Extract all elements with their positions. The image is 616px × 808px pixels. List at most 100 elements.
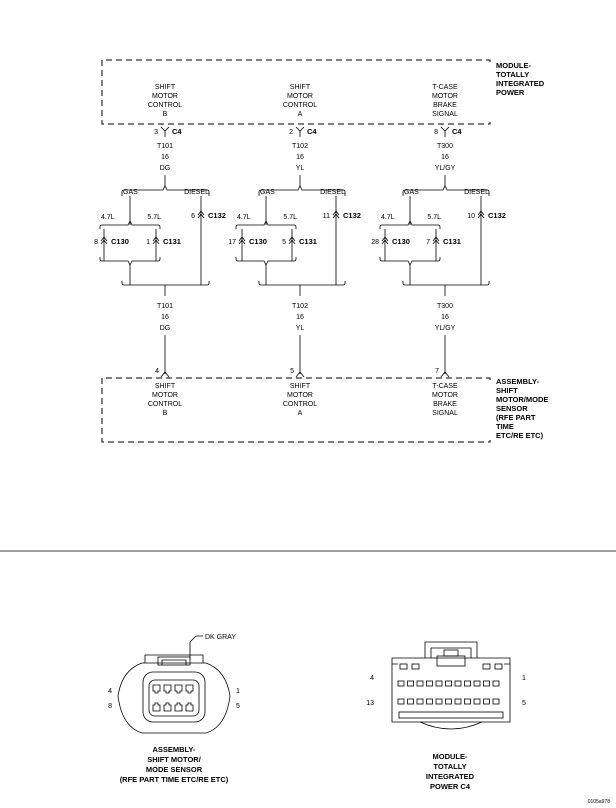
c132-pin-3: 10 xyxy=(467,213,475,220)
bottom-pin-3-line-2: MOTOR xyxy=(432,392,458,399)
gas-47-label-1: 4.7L xyxy=(101,214,115,221)
c130-label-1: C130 xyxy=(111,237,129,246)
gas-57-label-3: 5.7L xyxy=(427,214,441,221)
gas-47-label-2: 4.7L xyxy=(237,214,251,221)
module-caption-line-4: POWER C4 xyxy=(430,782,471,791)
bottom-wire-2-gauge: 16 xyxy=(296,314,304,321)
bottom-wire-3-gauge: 16 xyxy=(441,314,449,321)
bottom-module-label-line-3: MOTOR/MODE xyxy=(496,395,548,404)
top-pin-number-3: 8 xyxy=(434,129,438,136)
top-pin-2-line-4: A xyxy=(298,111,303,118)
c132-label-2: C132 xyxy=(343,211,361,220)
c131-pin-1: 1 xyxy=(146,239,150,246)
module-pin-label-4: 4 xyxy=(370,675,374,682)
bottom-module-label-line-6: TIME xyxy=(496,422,514,431)
wire-2-color: YL xyxy=(296,165,305,172)
connector-view-shift-motor-sensor: DK GRAY 4 8 1 5 ASSEMBLY- SHIFT MOTOR/ M… xyxy=(108,634,240,784)
bottom-pin-3-line-3: BRAKE xyxy=(433,401,457,408)
wire-2-gauge: 16 xyxy=(296,154,304,161)
sensor-color-label: DK GRAY xyxy=(205,634,236,641)
module-pin-label-13: 13 xyxy=(366,700,374,707)
c131-label-2: C131 xyxy=(299,237,317,246)
bottom-pin-2-line-1: SHIFT xyxy=(290,383,311,390)
gas-label-2: GAS xyxy=(260,189,275,196)
top-pin-2-line-1: SHIFT xyxy=(290,84,311,91)
c130-label-2: C130 xyxy=(249,237,267,246)
wire-1-gauge: 16 xyxy=(161,154,169,161)
bottom-pin-2-line-2: MOTOR xyxy=(287,392,313,399)
top-pin-number-2: 2 xyxy=(289,129,293,136)
module-caption-line-2: TOTALLY xyxy=(433,762,466,771)
gas-label-3: GAS xyxy=(404,189,419,196)
c132-label-3: C132 xyxy=(488,211,506,220)
c131-label-3: C131 xyxy=(443,237,461,246)
module-pin-label-1: 1 xyxy=(522,675,526,682)
bottom-pin-number-2: 5 xyxy=(290,368,294,375)
sensor-pin-label-8: 8 xyxy=(108,703,112,710)
bottom-pin-2-line-3: CONTROL xyxy=(283,401,317,408)
diesel-label-2: DIESEL xyxy=(320,189,345,196)
bottom-pin-3-line-4: SIGNAL xyxy=(432,410,458,417)
wire-3-gauge: 16 xyxy=(441,154,449,161)
c131-label-1: C131 xyxy=(163,237,181,246)
sensor-caption-line-4: (RFE PART TIME ETC/RE ETC) xyxy=(120,775,229,784)
connector-view-module-c4: 4 13 1 5 MODULE- TOTALLY INTEGRATED POWE… xyxy=(366,641,526,791)
assembly-shift-motor-mode-sensor-box: ASSEMBLY- SHIFT MOTOR/MODE SENSOR (RFE P… xyxy=(101,377,548,443)
c130-pin-3: 28 xyxy=(371,239,379,246)
module-caption-line-3: INTEGRATED xyxy=(426,772,475,781)
top-pin-1-line-2: MOTOR xyxy=(152,93,178,100)
wire-3-color: YL/GY xyxy=(435,165,456,172)
gas-47-label-3: 4.7L xyxy=(381,214,395,221)
bottom-pin-1-line-3: CONTROL xyxy=(148,401,182,408)
top-module-label-line-3: INTEGRATED xyxy=(496,79,545,88)
circuit-t-case-motor-brake-signal: T-CASE MOTOR BRAKE SIGNAL 8 C4 T300 16 Y… xyxy=(371,84,506,417)
bottom-module-label-line-5: (RFE PART xyxy=(496,413,536,422)
top-pin-2-line-2: MOTOR xyxy=(287,93,313,100)
module-c4-top-cavities xyxy=(399,663,503,670)
sensor-pin-label-5: 5 xyxy=(236,703,240,710)
top-pin-3-line-4: SIGNAL xyxy=(432,111,458,118)
top-pin-1-line-4: B xyxy=(163,111,168,118)
bottom-pin-3-line-1: T-CASE xyxy=(432,383,458,390)
gas-57-label-2: 5.7L xyxy=(283,214,297,221)
sensor-caption-line-3: MODE SENSOR xyxy=(146,765,203,774)
gas-label-1: GAS xyxy=(123,189,138,196)
top-module-label-line-1: MODULE- xyxy=(496,61,531,70)
bottom-wire-1-circuit: T101 xyxy=(157,303,173,310)
top-connector-c4-1: C4 xyxy=(172,127,182,136)
diesel-label-3: DIESEL xyxy=(464,189,489,196)
bottom-module-label-line-4: SENSOR xyxy=(496,404,528,413)
top-pin-3-line-3: BRAKE xyxy=(433,102,457,109)
top-connector-c4-3: C4 xyxy=(452,127,462,136)
circuit-shift-motor-control-a: SHIFT MOTOR CONTROL A 2 C4 T102 16 YL GA… xyxy=(228,84,361,417)
top-pin-3-line-2: MOTOR xyxy=(432,93,458,100)
sensor-pin-label-4: 4 xyxy=(108,688,112,695)
bottom-pin-1-line-4: B xyxy=(163,410,168,417)
gas-57-label-1: 5.7L xyxy=(147,214,161,221)
top-connector-c4-2: C4 xyxy=(307,127,317,136)
c130-pin-2: 17 xyxy=(228,239,236,246)
figure-id: 0105a978 xyxy=(588,799,610,805)
bottom-pin-1-line-1: SHIFT xyxy=(155,383,176,390)
top-pin-1-line-1: SHIFT xyxy=(155,84,176,91)
sensor-cavities xyxy=(152,684,194,712)
bottom-wire-3-circuit: T300 xyxy=(437,303,453,310)
bottom-wire-1-gauge: 16 xyxy=(161,314,169,321)
top-module-label-line-4: POWER xyxy=(496,88,525,97)
top-pin-3-line-1: T-CASE xyxy=(432,84,458,91)
bottom-module-label-line-7: ETC/RE ETC) xyxy=(496,431,544,440)
bottom-module-label-line-1: ASSEMBLY- xyxy=(496,377,540,386)
sensor-caption-line-1: ASSEMBLY- xyxy=(152,745,196,754)
c131-pin-3: 7 xyxy=(426,239,430,246)
c130-pin-1: 8 xyxy=(94,239,98,246)
top-pin-number-1: 3 xyxy=(154,129,158,136)
bottom-pin-2-line-4: A xyxy=(298,410,303,417)
bottom-wire-2-color: YL xyxy=(296,325,305,332)
bottom-wire-1-color: DG xyxy=(160,325,171,332)
module-caption-line-1: MODULE- xyxy=(433,752,468,761)
module-c4-middle-cavities xyxy=(397,680,500,705)
wire-3-circuit: T300 xyxy=(437,143,453,150)
wire-2-circuit: T102 xyxy=(292,143,308,150)
circuit-shift-motor-control-b: SHIFT MOTOR CONTROL B 3 C4 T101 16 DG GA… xyxy=(94,84,226,417)
